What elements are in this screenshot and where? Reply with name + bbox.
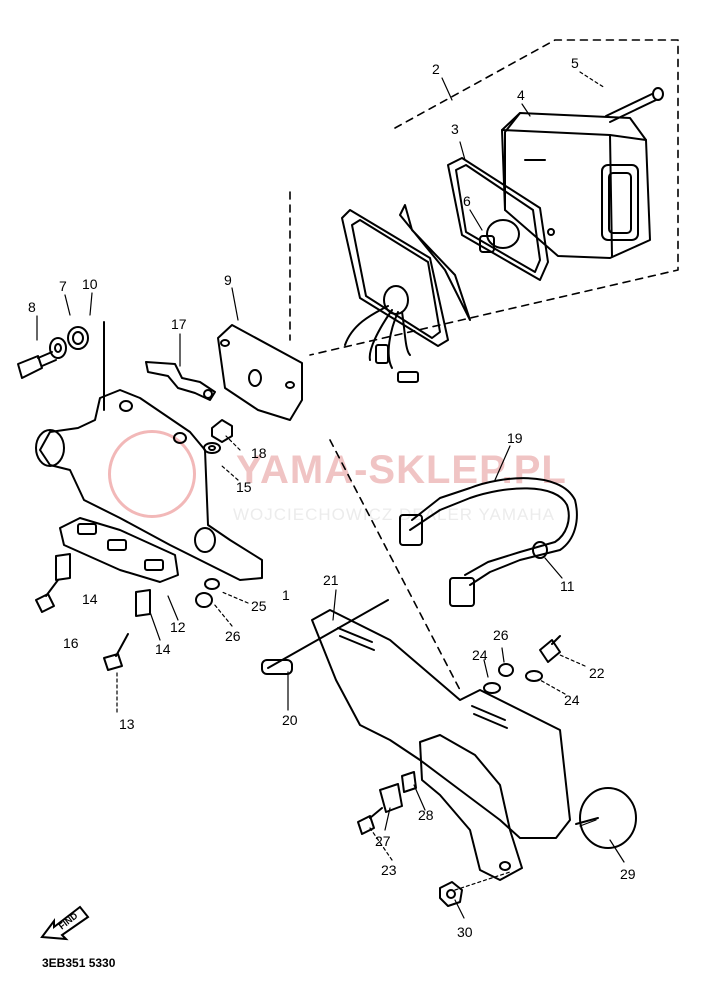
part-label-30: 30	[457, 924, 473, 940]
bolt-13	[103, 633, 129, 671]
nut-26-right	[498, 663, 514, 677]
part-label-10: 10	[82, 276, 98, 292]
bolt-23	[357, 807, 383, 835]
collar-14b	[135, 589, 151, 617]
part-label-12: 12	[170, 619, 186, 635]
part-label-1: 1	[282, 587, 290, 603]
screw-long	[605, 87, 664, 123]
part-label-7: 7	[59, 278, 67, 294]
part-label-27: 27	[375, 833, 391, 849]
part-label-18: 18	[251, 445, 267, 461]
part-label-21: 21	[323, 572, 339, 588]
collar-28	[401, 771, 417, 793]
nut-18	[211, 419, 233, 443]
washer-26-left	[204, 578, 220, 590]
bolt-16	[35, 579, 59, 613]
part-label-23: 23	[381, 862, 397, 878]
bulb	[479, 219, 520, 253]
part-label-22: 22	[589, 665, 605, 681]
collar-10	[67, 326, 89, 350]
part-label-26b: 26	[493, 627, 509, 643]
washer-7	[49, 337, 67, 359]
part-label-5: 5	[571, 55, 579, 71]
damper-plate	[59, 517, 179, 583]
diagram-code: 3EB351 5330	[42, 956, 116, 970]
main-bracket	[35, 321, 263, 581]
reflector	[575, 787, 637, 849]
part-label-14a: 14	[82, 591, 98, 607]
part-label-24b: 24	[564, 692, 580, 708]
part-label-19: 19	[507, 430, 523, 446]
lens-gasket	[447, 157, 549, 281]
part-label-11: 11	[560, 578, 575, 594]
part-label-24a: 24	[472, 647, 488, 663]
tail-light-base	[341, 204, 471, 383]
part-label-4: 4	[517, 87, 525, 103]
part-label-3: 3	[451, 121, 459, 137]
watermark-title: YAMA-SKLEP.PL	[236, 448, 567, 492]
part-label-29: 29	[620, 866, 636, 882]
nut-30	[439, 881, 463, 907]
part-label-8: 8	[28, 299, 36, 315]
collar-27	[379, 783, 403, 813]
washer-24b	[483, 682, 501, 694]
tail-light-lens	[501, 112, 651, 259]
wire-harness	[399, 477, 578, 607]
part-label-9: 9	[224, 272, 232, 288]
rod-20	[261, 599, 389, 675]
nut-25	[195, 592, 213, 608]
part-labels: 2 3 4 5 6 7 8 9 10 11 12 13 14 14 14 15 …	[28, 55, 636, 940]
bolt-22	[539, 635, 561, 663]
leader-lines	[36, 71, 625, 919]
collar-14a	[55, 553, 71, 581]
license-plate-bracket	[311, 609, 571, 881]
part-label-13: 13	[119, 716, 135, 732]
wire-clip	[145, 361, 216, 401]
find-arrow-icon: FIND	[40, 905, 90, 941]
washer-24a	[525, 670, 543, 682]
yamaha-logo-icon	[108, 430, 196, 518]
part-label-14b: 14	[155, 641, 171, 657]
watermark-subtitle: WOJCIECHOWICZ DEALER YAMAHA	[233, 505, 556, 524]
bracket-plate	[217, 324, 303, 421]
part-label-20: 20	[282, 712, 298, 728]
part-label-25: 25	[251, 598, 267, 614]
part-label-17: 17	[171, 316, 187, 332]
washer-15	[203, 442, 221, 454]
part-label-28: 28	[418, 807, 434, 823]
part-label-6: 6	[463, 193, 471, 209]
bolt-8	[17, 351, 57, 379]
part-label-2: 2	[432, 61, 440, 77]
part-label-16: 16	[63, 635, 79, 651]
part-label-15: 15	[236, 479, 252, 495]
part-label-26a: 26	[225, 628, 241, 644]
assembly-outline-tail-light	[289, 39, 679, 691]
